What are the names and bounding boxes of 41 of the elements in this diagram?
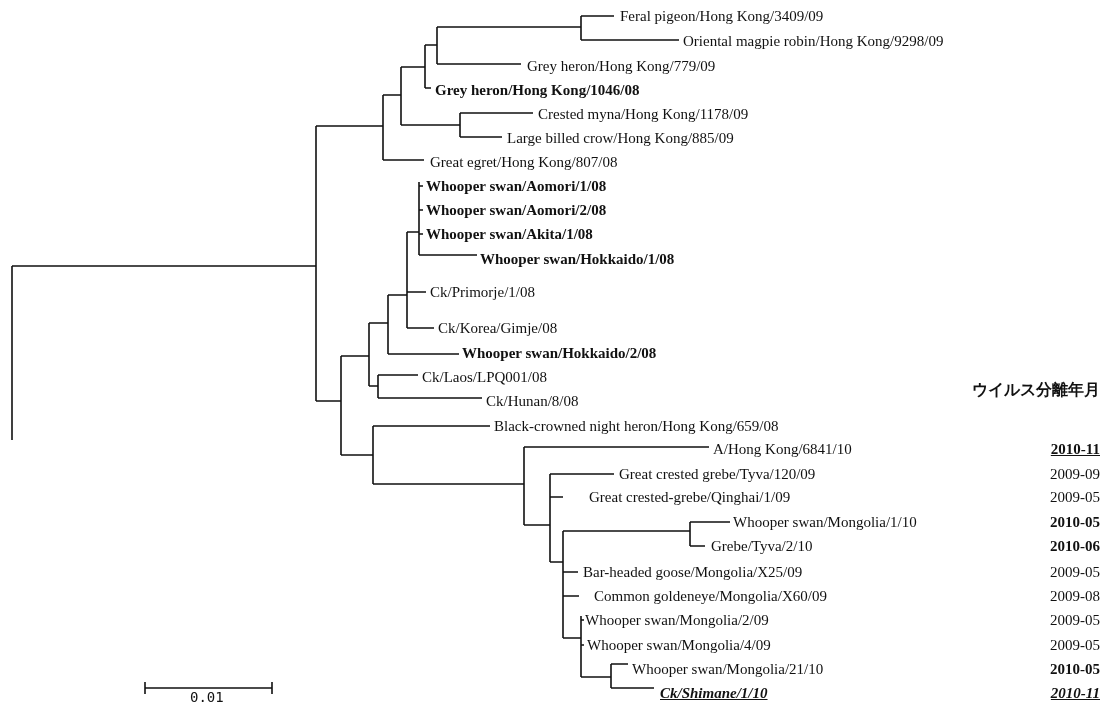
isolation-date: 2009-05 <box>1050 488 1100 506</box>
strain-name: Feral pigeon/Hong Kong/3409/09 <box>620 7 824 25</box>
strain-name: Bar-headed goose/Mongolia/X25/09 <box>583 563 803 581</box>
strain-name: Ck/Korea/Gimje/08 <box>438 319 558 337</box>
strain-name: Whooper swan/Hokkaido/1/08 <box>480 250 675 268</box>
isolation-date: 2009-08 <box>1050 587 1100 605</box>
isolation-date: 2010-11 <box>1050 440 1100 458</box>
strain-name: Large billed crow/Hong Kong/885/09 <box>507 129 734 147</box>
isolation-date: 2009-05 <box>1050 563 1100 581</box>
strain-name: Grey heron/Hong Kong/1046/08 <box>435 81 640 99</box>
strain-name: Great crested grebe/Tyva/120/09 <box>619 465 816 483</box>
strain-name: Whooper swan/Aomori/2/08 <box>426 201 607 219</box>
strain-name: Ck/Hunan/8/08 <box>486 392 579 410</box>
strain-name: Ck/Primorje/1/08 <box>430 283 535 301</box>
strain-name: Grey heron/Hong Kong/779/09 <box>527 57 716 75</box>
isolation-date: 2009-05 <box>1050 636 1100 654</box>
strain-name: Whooper swan/Mongolia/4/09 <box>587 636 771 654</box>
isolation-date: 2009-09 <box>1050 465 1100 483</box>
strain-name: Whooper swan/Mongolia/21/10 <box>632 660 824 678</box>
strain-name: Ck/Laos/LPQ001/08 <box>422 368 547 386</box>
strain-name: Whooper swan/Mongolia/1/10 <box>733 513 917 531</box>
strain-name: Oriental magpie robin/Hong Kong/9298/09 <box>683 32 944 50</box>
isolation-date: 2010-06 <box>1050 537 1100 555</box>
isolation-date: 2010-05 <box>1050 513 1100 531</box>
strain-name: Ck/Shimane/1/10 <box>660 684 768 702</box>
strain-name: Crested myna/Hong Kong/1178/09 <box>538 105 749 123</box>
strain-name: Grebe/Tyva/2/10 <box>711 537 813 555</box>
strain-name: Black-crowned night heron/Hong Kong/659/08 <box>494 417 779 435</box>
strain-name: Whooper swan/Mongolia/2/09 <box>585 611 769 629</box>
strain-name: Common goldeneye/Mongolia/X60/09 <box>594 587 827 605</box>
strain-name: A/Hong Kong/6841/10 <box>713 440 852 458</box>
strain-name: Whooper swan/Hokkaido/2/08 <box>462 344 657 362</box>
strain-name: Whooper swan/Aomori/1/08 <box>426 177 607 195</box>
isolation-date: 2009-05 <box>1050 611 1100 629</box>
column-heading: ウイルス分離年月 <box>972 381 1100 399</box>
scale-bar-value: 0.01 <box>190 688 224 706</box>
isolation-date: 2010-05 <box>1050 660 1100 678</box>
strain-name: Great egret/Hong Kong/807/08 <box>430 153 618 171</box>
strain-name: Great crested-grebe/Qinghai/1/09 <box>589 488 791 506</box>
strain-name: Whooper swan/Akita/1/08 <box>426 225 593 243</box>
isolation-date: 2010-11 <box>1050 684 1100 702</box>
